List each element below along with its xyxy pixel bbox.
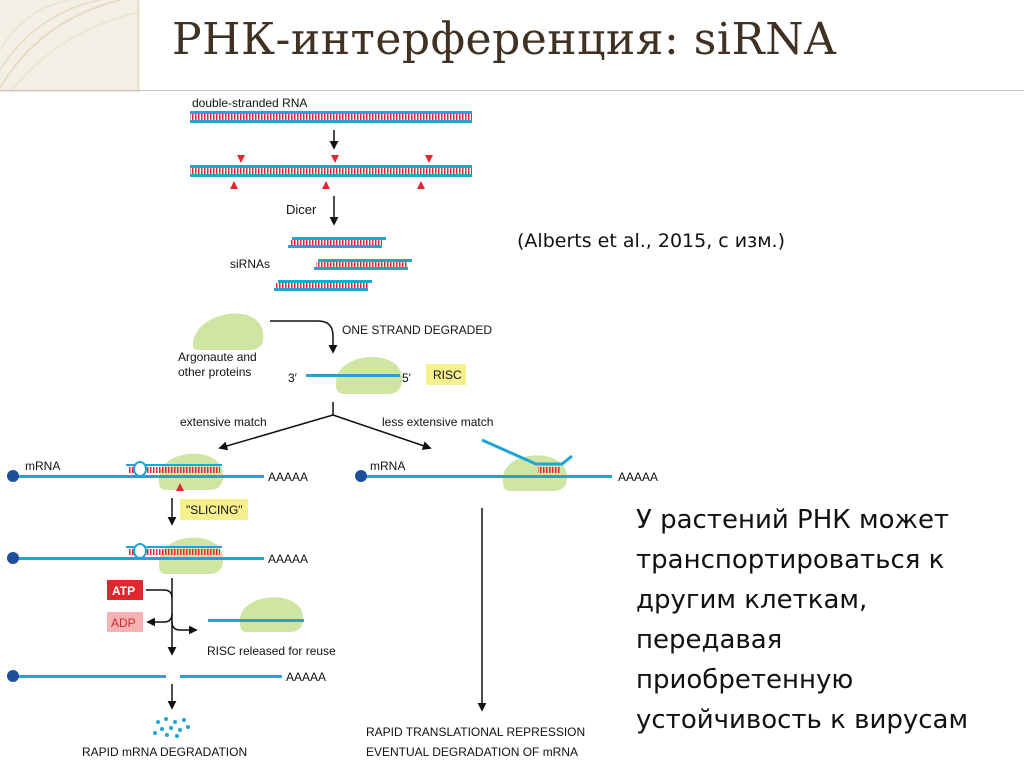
label-three-prime: 3′ — [288, 371, 298, 385]
label-risc: RISC — [433, 368, 462, 382]
cut-marker — [417, 181, 425, 189]
side-note: У растений РНК может транспортироваться … — [636, 500, 1016, 740]
bulge — [133, 543, 147, 559]
sirna-duplex — [314, 259, 412, 270]
guide-strand — [126, 464, 222, 466]
adp-badge — [107, 612, 143, 632]
partial-guide-strand — [481, 438, 573, 466]
mrna-cap — [7, 470, 19, 482]
slice-marker — [176, 483, 184, 491]
guide-strand — [208, 619, 304, 622]
label-argonaute-2: other proteins — [178, 365, 251, 379]
risc-protein — [158, 537, 224, 574]
label-less-extensive-match: less extensive match — [382, 415, 493, 429]
label-rapid-degradation: RAPID mRNA DEGRADATION — [82, 745, 247, 759]
label-poly-a: AAAAA — [286, 670, 326, 684]
sirna-duplex — [288, 237, 386, 248]
label-one-strand: ONE STRAND DEGRADED — [342, 323, 492, 337]
label-mrna-right: mRNA — [370, 459, 405, 473]
mrna-cap — [7, 670, 19, 682]
title-divider — [0, 90, 1024, 91]
degraded-nucleotides — [153, 717, 190, 738]
cleaved-mrna — [14, 675, 166, 678]
side-note-line: передавая — [636, 625, 783, 655]
label-dicer: Dicer — [286, 202, 317, 217]
side-note-line: У растений РНК может — [636, 505, 950, 535]
label-five-prime: 5′ — [402, 371, 412, 385]
bulge — [133, 461, 147, 477]
dsrna-top — [190, 111, 472, 123]
risc-protein — [502, 455, 568, 491]
label-repression-2: EVENTUAL DEGRADATION OF mRNA — [366, 745, 578, 759]
guide-strand — [306, 374, 400, 377]
guide-pairing — [538, 467, 560, 473]
label-poly-a: AAAAA — [268, 470, 308, 484]
corner-decoration — [0, 0, 140, 92]
slicing-box — [180, 499, 248, 520]
label-poly-a: AAAAA — [618, 470, 658, 484]
label-slicing: "SLICING" — [186, 503, 243, 517]
label-repression-1: RAPID TRANSLATIONAL REPRESSION — [366, 725, 585, 739]
mrna-cap — [7, 552, 19, 564]
label-mrna-left: mRNA — [25, 459, 60, 473]
guide-strand — [126, 546, 222, 548]
cut-marker — [331, 155, 339, 163]
label-argonaute-1: Argonaute and — [178, 350, 257, 364]
risc-box — [426, 364, 466, 385]
label-poly-a: AAAAA — [268, 552, 308, 566]
label-atp: ATP — [112, 584, 135, 598]
guide-pairing — [128, 549, 220, 555]
cut-marker — [237, 155, 245, 163]
sirna-duplex — [274, 280, 372, 291]
slide-title: РНК-интерференция: siRNA — [172, 14, 837, 65]
label-adp: ADP — [111, 616, 136, 630]
label-sirnas: siRNAs — [230, 257, 270, 271]
side-note-line: устойчивость к вирусам — [636, 705, 969, 735]
rnai-diagram: double-stranded RNA Dicer siRNAs Argonau… — [7, 96, 658, 759]
side-note-line: приобретенную — [636, 665, 854, 695]
mrna-cap — [355, 470, 367, 482]
mrna-strand — [360, 475, 612, 478]
guide-pairing — [128, 467, 220, 473]
dsrna-cut — [190, 165, 472, 177]
citation: (Alberts et al., 2015, с изм.) — [517, 230, 786, 252]
cut-marker — [425, 155, 433, 163]
released-risc — [239, 597, 304, 632]
argonaute-protein — [192, 313, 264, 350]
label-extensive-match: extensive match — [180, 415, 267, 429]
cut-marker — [230, 181, 238, 189]
label-risc-released: RISC released for reuse — [207, 644, 336, 658]
cleaved-mrna — [180, 675, 282, 678]
side-note-line: другим клеткам, — [636, 585, 868, 615]
label-dsrna: double-stranded RNA — [192, 96, 307, 110]
cut-marker — [322, 181, 330, 189]
side-note-line: транспортироваться к — [636, 545, 945, 575]
atp-badge — [107, 580, 143, 600]
